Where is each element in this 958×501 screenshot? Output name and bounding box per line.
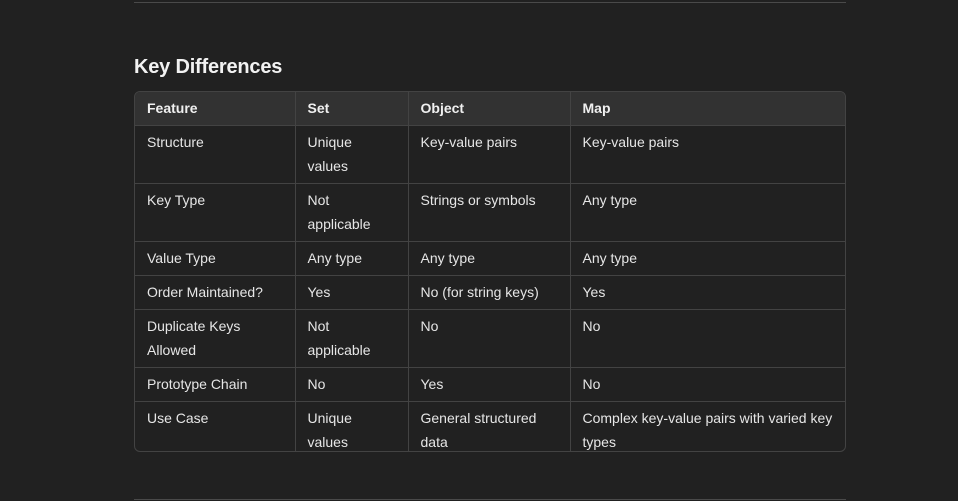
cell-object: No: [408, 309, 571, 368]
cell-object: Key-value pairs: [408, 125, 571, 184]
cell-object: Any type: [408, 241, 571, 276]
cell-feature: Key Type: [135, 183, 296, 242]
cell-feature: Duplicate Keys Allowed: [135, 309, 296, 368]
top-divider: [134, 2, 846, 3]
cell-set: Not applicable: [295, 183, 409, 242]
table-row: Key Type Not applicable Strings or symbo…: [135, 183, 845, 242]
cell-set: Any type: [295, 241, 409, 276]
cell-map: Complex key-value pairs with varied key …: [582, 410, 833, 450]
table-header-row: Feature Set Object Map: [135, 92, 845, 126]
cell-feature: Order Maintained?: [135, 275, 296, 310]
comparison-table: Feature Set Object Map Structure Unique …: [135, 92, 845, 451]
cell-set: Unique values: [295, 401, 409, 451]
table-row: Structure Unique values Key-value pairs …: [135, 125, 845, 184]
cell-object: General structured data: [408, 401, 571, 451]
header-set: Set: [295, 92, 409, 126]
table-row: Use Case Unique values General structure…: [135, 401, 845, 451]
cell-object: Yes: [408, 367, 571, 402]
cell-feature: Structure: [135, 125, 296, 184]
cell-set: Yes: [295, 275, 409, 310]
cell-map: Yes: [570, 275, 845, 310]
section-heading: Key Differences: [134, 56, 283, 78]
cell-object: No (for string keys): [408, 275, 571, 310]
header-map: Map: [570, 92, 845, 126]
header-object: Object: [408, 92, 571, 126]
cell-map: No: [570, 367, 845, 402]
header-feature: Feature: [135, 92, 296, 126]
table-row: Prototype Chain No Yes No: [135, 367, 845, 402]
table-row: Order Maintained? Yes No (for string key…: [135, 275, 845, 310]
cell-object: Strings or symbols: [408, 183, 571, 242]
bottom-divider: [134, 499, 846, 500]
comparison-table-container: Feature Set Object Map Structure Unique …: [134, 91, 846, 452]
cell-feature: Use Case: [135, 401, 296, 451]
cell-set: No: [295, 367, 409, 402]
cell-set: Not applicable: [295, 309, 409, 368]
cell-feature: Prototype Chain: [135, 367, 296, 402]
cell-map: No: [570, 309, 845, 368]
table-row: Duplicate Keys Allowed Not applicable No…: [135, 309, 845, 368]
table-row: Value Type Any type Any type Any type: [135, 241, 845, 276]
cell-set: Unique values: [295, 125, 409, 184]
cell-map: Any type: [570, 183, 845, 242]
cell-feature: Value Type: [135, 241, 296, 276]
cell-map: Key-value pairs: [570, 125, 845, 184]
cell-map: Any type: [570, 241, 845, 276]
